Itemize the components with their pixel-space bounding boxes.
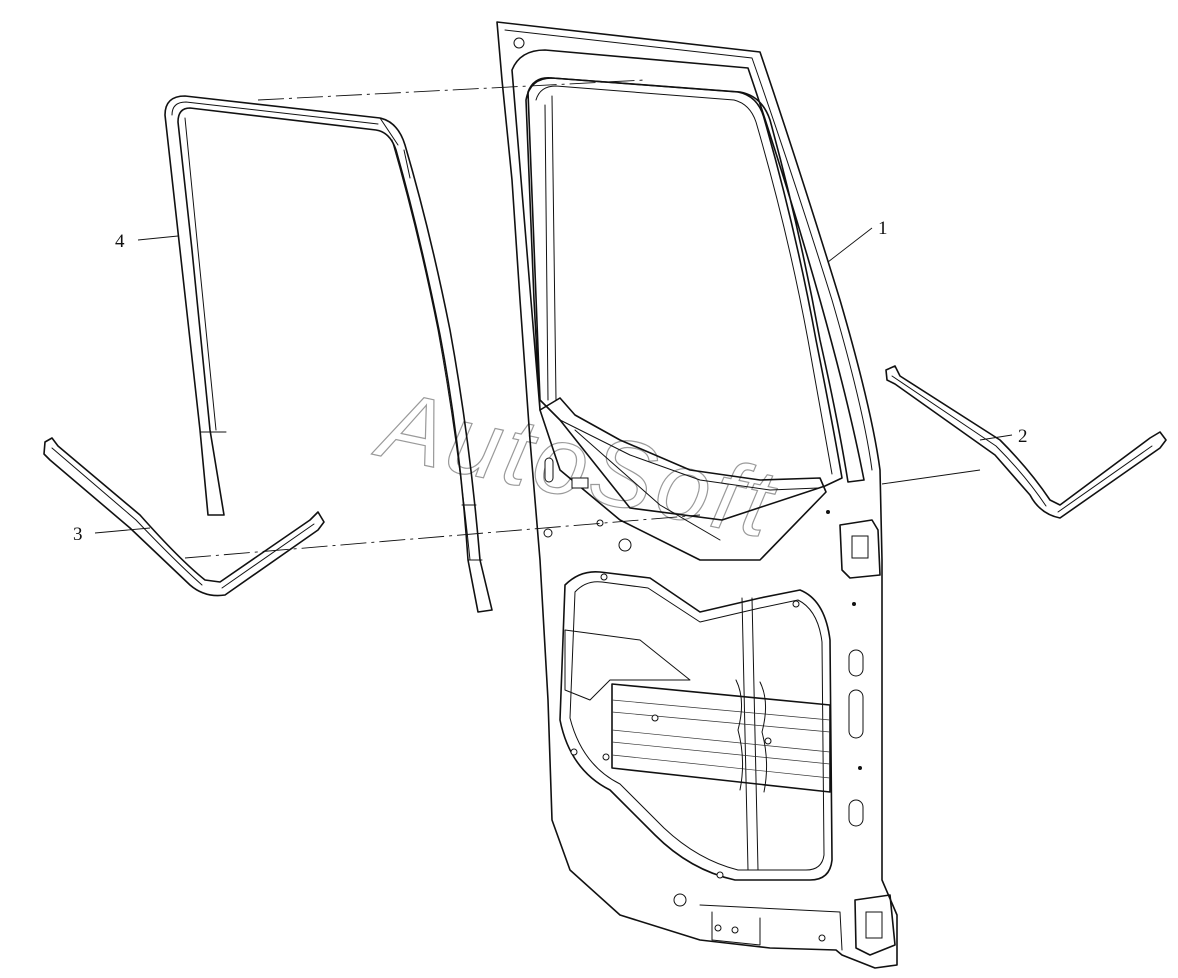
callout-3: 3 [73,524,83,545]
beltline-rail-detail [559,419,819,541]
door-hole [673,893,687,907]
callout-2: 2 [1018,426,1028,447]
lower-hinge-slot [865,911,883,939]
door-hole [596,519,604,527]
pillar-slot [544,457,554,483]
door-hole [618,538,632,552]
channel-lower-ends [199,431,483,561]
pillar-slot [848,799,864,827]
door-outer-edge [496,21,898,969]
left-belt-strip [43,437,325,597]
door-outer-edge-inner [504,29,873,471]
window-opening [527,76,843,521]
assembly-axis-lower [184,514,701,559]
door-hole [513,37,525,49]
door-hole [858,766,862,770]
beltline-rail [539,397,827,561]
callout-4: 4 [115,231,125,252]
upper-hinge-slot [851,535,869,559]
leader-line-3 [94,527,151,534]
right-belt-strip [885,365,1167,519]
right-strip-inner [891,375,1153,513]
inner-panel-opening [559,570,833,881]
upper-hinge [839,519,881,579]
callout-1: 1 [878,218,888,239]
door-hole [570,748,578,756]
regulator-ribbed-plate [611,683,831,793]
right-strip-body [885,365,1167,519]
window-glass-edge [535,85,833,475]
window-frame-outer [511,49,865,483]
pillar-slot [848,689,864,739]
watermark-text: AutoSoft [367,370,786,559]
regulator-rail-left [741,597,759,871]
leader-line-1 [827,227,873,263]
leader-line-2b [881,469,981,485]
window-glass-edge-2 [544,95,557,401]
door-hole [651,714,659,722]
door-hole [600,573,608,581]
door-hole [602,753,610,761]
door-hole [731,926,739,934]
door-hole [716,871,724,879]
door-hole [818,934,826,942]
regulator-ribs [611,699,831,779]
left-strip-body [43,437,325,597]
bottom-sill [699,904,843,951]
door-hole [792,600,800,608]
door-hole [764,737,772,745]
inner-panel-opening-lip [569,581,825,871]
channel-inner-lip [171,101,471,561]
door-hole [826,510,830,514]
leader-line-2 [979,434,1013,441]
left-strip-inner [51,447,315,589]
door-hole [714,924,722,932]
inner-bracket [564,629,691,701]
pillar-slot [848,649,864,677]
door-hole [852,602,856,606]
latch-slot [571,477,589,489]
channel-outer [164,95,493,613]
regulator-center-strap [735,679,768,793]
assembly-axis-upper [257,79,646,101]
door-hole [543,528,553,538]
lower-hinge [854,894,896,956]
channel-corner-fold [379,117,411,179]
leader-line-4 [137,235,179,241]
glass-run-channel [164,95,493,613]
door-panel [496,21,898,969]
